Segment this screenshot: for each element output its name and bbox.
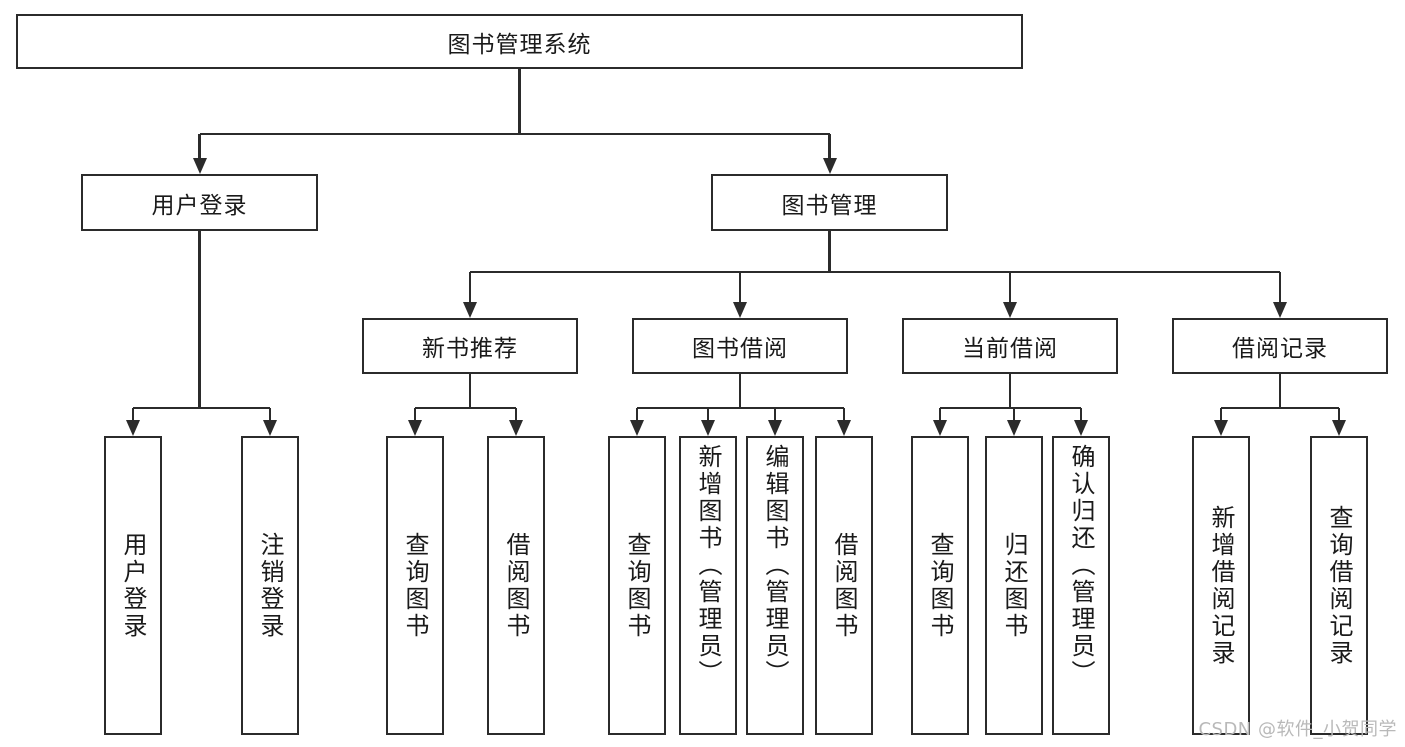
connector-root-stem [518,69,521,134]
node-label: 新书推荐 [422,336,518,362]
leaf-label: 新增图书（管理员） [694,444,722,687]
connector-group-drop-2-0 [938,408,942,420]
leaf-return-book[interactable]: 归还图书 [985,436,1043,735]
arrowhead-leaf-2-0 [933,420,947,436]
leaf-edit-book-admin[interactable]: 编辑图书（管理员） [746,436,804,735]
node-book-management[interactable]: 图书管理 [711,174,948,231]
connector-group-stem-2 [1008,374,1012,408]
connector-user-login-bus [133,406,270,410]
connector-drop-leaf-user-login [131,408,135,420]
leaf-label: 借阅图书 [830,531,858,640]
node-label: 借阅记录 [1232,336,1328,362]
arrowhead-new-book [463,302,477,318]
leaf-add-borrow-record[interactable]: 新增借阅记录 [1192,436,1250,735]
arrowhead-current-borrow [1003,302,1017,318]
connector-group-bus-1 [637,406,844,410]
arrowhead-leaf-logout [263,420,277,436]
leaf-confirm-return-admin[interactable]: 确认归还（管理员） [1052,436,1110,735]
node-label: 图书管理系统 [447,31,592,58]
connector-group-drop-0-1 [514,408,518,420]
arrowhead-leaf-0-0 [408,420,422,436]
connector-group-drop-1-0 [635,408,639,420]
node-label: 用户登录 [151,192,248,219]
connector-group-stem-0 [468,374,472,408]
leaf-add-book-admin[interactable]: 新增图书（管理员） [679,436,737,735]
arrowhead-leaf-2-1 [1007,420,1021,436]
arrowhead-borrow [733,302,747,318]
leaf-label: 注销登录 [256,531,284,640]
arrowhead-book-management [822,158,837,174]
connector-user-login-stem [198,231,201,408]
connector-group-drop-3-0 [1219,408,1223,420]
connector-drop-new-book [468,272,472,302]
leaf-borrow-book[interactable]: 借阅图书 [815,436,873,735]
node-label: 当前借阅 [962,336,1058,362]
leaf-label: 新增借阅记录 [1207,504,1235,667]
leaf-user-login[interactable]: 用户登录 [104,436,162,735]
leaf-label: 编辑图书（管理员） [761,444,789,687]
connector-drop-current-borrow [1008,272,1012,302]
arrowhead-leaf-0-1 [509,420,523,436]
node-book-borrow[interactable]: 图书借阅 [632,318,848,374]
leaf-label: 查询借阅记录 [1325,504,1353,667]
node-current-borrow[interactable]: 当前借阅 [902,318,1118,374]
arrowhead-leaf-user-login [126,420,140,436]
arrowhead-leaf-3-1 [1332,420,1346,436]
leaf-query-book-borrow[interactable]: 查询图书 [608,436,666,735]
connector-drop-user-login [198,134,201,158]
leaf-query-book-newbook[interactable]: 查询图书 [386,436,444,735]
connector-drop-borrow [738,272,742,302]
leaf-query-book-current[interactable]: 查询图书 [911,436,969,735]
leaf-query-borrow-record[interactable]: 查询借阅记录 [1310,436,1368,735]
connector-group-drop-1-1 [706,408,710,420]
connector-group-bus-2 [940,406,1081,410]
arrowhead-leaf-1-2 [768,420,782,436]
connector-drop-borrow-record [1278,272,1282,302]
connector-group-bus-3 [1221,406,1339,410]
connector-group-stem-1 [738,374,742,408]
leaf-label: 借阅图书 [502,531,530,640]
connector-group-drop-1-2 [773,408,777,420]
connector-level1-bus [199,132,830,136]
leaf-label: 用户登录 [119,531,147,640]
leaf-label: 查询图书 [623,531,651,640]
node-book-management-system[interactable]: 图书管理系统 [16,14,1023,69]
connector-drop-book-management [828,134,831,158]
leaf-label: 归还图书 [1000,531,1028,640]
node-new-book-recommend[interactable]: 新书推荐 [362,318,578,374]
arrowhead-leaf-1-0 [630,420,644,436]
arrowhead-borrow-record [1273,302,1287,318]
arrowhead-leaf-1-3 [837,420,851,436]
leaf-label: 查询图书 [401,531,429,640]
connector-group-stem-3 [1278,374,1282,408]
arrowhead-leaf-3-0 [1214,420,1228,436]
node-borrow-record[interactable]: 借阅记录 [1172,318,1388,374]
connector-level2-bus [470,270,1280,274]
connector-group-drop-1-3 [842,408,846,420]
leaf-borrow-book-newbook[interactable]: 借阅图书 [487,436,545,735]
arrowhead-leaf-1-1 [701,420,715,436]
connector-group-bus-0 [415,406,516,410]
connector-drop-leaf-logout [268,408,272,420]
node-label: 图书管理 [781,192,878,219]
leaf-label: 查询图书 [926,531,954,640]
connector-book-management-stem [828,231,831,272]
leaf-label: 确认归还（管理员） [1067,444,1095,687]
leaf-logout[interactable]: 注销登录 [241,436,299,735]
connector-group-drop-0-0 [413,408,417,420]
arrowhead-user-login [192,158,207,174]
node-user-login[interactable]: 用户登录 [81,174,318,231]
node-label: 图书借阅 [692,336,788,362]
connector-group-drop-2-2 [1079,408,1083,420]
connector-group-drop-3-1 [1337,408,1341,420]
arrowhead-leaf-2-2 [1074,420,1088,436]
connector-group-drop-2-1 [1012,408,1016,420]
